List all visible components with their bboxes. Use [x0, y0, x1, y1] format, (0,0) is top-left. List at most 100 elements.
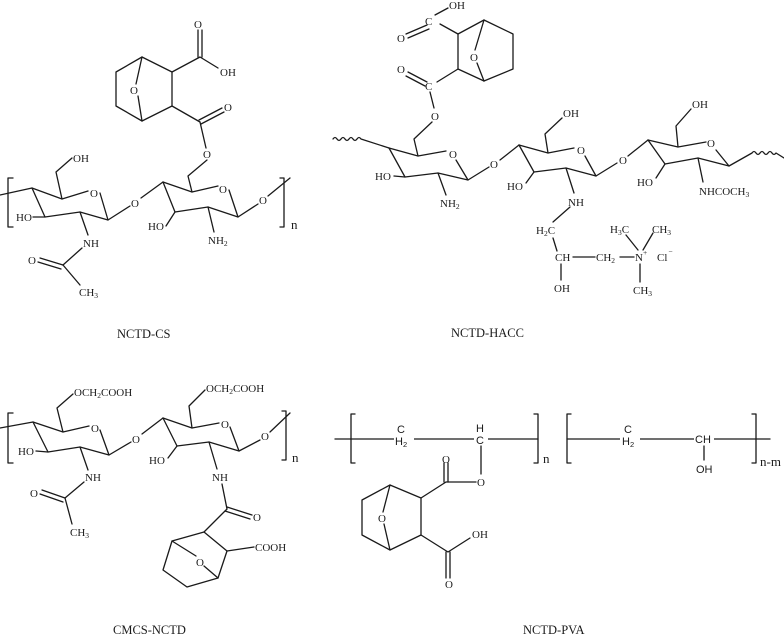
bridge-oxygen: O	[196, 557, 204, 569]
ester-carbonyl-oxygen: O	[224, 102, 232, 114]
methylene-c: C	[624, 424, 632, 436]
hydroxymethyl: OH	[563, 108, 579, 120]
acid-carbonyl-oxygen: O	[445, 579, 453, 591]
ring-oxygen: O	[577, 145, 585, 157]
repeat-n-minus-m: n-m	[760, 454, 781, 469]
acetamido: NHCOCH3	[699, 186, 749, 199]
ester-carbonyl-oxygen: O	[442, 454, 450, 466]
hydroxyl: HO	[637, 177, 653, 189]
ester-oxygen: O	[203, 149, 211, 161]
caption-nctd-pva: NCTD-PVA	[523, 623, 585, 637]
bridge-oxygen: O	[130, 85, 138, 97]
structure-nctd-cs: n O O OH O O O OH	[0, 19, 298, 300]
acid-carbon: C	[425, 16, 432, 28]
hydroxyl: HO	[18, 446, 34, 458]
hydroxyl: HO	[507, 181, 523, 193]
terminal-oxygen: O	[259, 195, 267, 207]
hydroxyl: OH	[696, 464, 713, 476]
ring-1: O OCH2COOH HO NH O CH3 O	[0, 387, 164, 540]
acid-carbonyl-oxygen: O	[397, 33, 405, 45]
norcantharidin-moiety: O C OH O C O O	[397, 0, 514, 157]
methine-c: C	[476, 435, 484, 447]
methyl: H3C	[610, 224, 629, 237]
ester-oxygen: O	[477, 477, 485, 489]
left-bracket-1	[350, 413, 356, 464]
bridge-oxygen: O	[378, 513, 386, 525]
hydroxyl: HO	[375, 171, 391, 183]
carboxymethoxy: OCH2COOH	[206, 383, 264, 396]
methylene-h2: H2	[395, 436, 407, 449]
structure-nctd-hacc: O C OH O C O O O HO NH2	[332, 0, 784, 298]
carbonyl-oxygen: O	[194, 19, 202, 31]
hydroxyl: HO	[16, 212, 32, 224]
amide-nh: NH	[83, 238, 99, 250]
amine-nh: NH	[568, 197, 584, 209]
ester-carbonyl-oxygen: O	[397, 64, 405, 76]
hydroxyl: OH	[220, 67, 236, 79]
amide-nh: NH	[212, 472, 228, 484]
amine: NH2	[440, 198, 460, 211]
methyl: CH3	[652, 224, 671, 237]
ring-2: O OCH2COOH HO NH O O O COOH	[149, 383, 291, 588]
caption-cmcs-nctd: CMCS-NCTD	[113, 623, 186, 637]
amide-nh: NH	[85, 472, 101, 484]
ring-2: O HO NH2 O	[148, 177, 291, 248]
right-bracket	[279, 177, 285, 228]
methine: CH	[695, 434, 711, 446]
acid-hydroxyl: OH	[472, 529, 488, 541]
ring-oxygen: O	[707, 138, 715, 150]
methylene-h2: H2	[622, 436, 634, 449]
hydroxyl: OH	[554, 283, 570, 295]
hydroxyl: HO	[149, 455, 165, 467]
wavy-chain-right	[728, 150, 784, 167]
ammonium-nitrogen: N+	[635, 248, 647, 264]
glycosidic-oxygen: O	[619, 155, 627, 167]
caption-nctd-hacc: NCTD-HACC	[451, 326, 524, 340]
carboxymethoxy: OCH2COOH	[74, 387, 132, 400]
glycosidic-oxygen: O	[132, 434, 140, 446]
left-bracket-2	[566, 413, 572, 464]
repeat-n: n	[291, 217, 298, 232]
ester-carbon: C	[425, 81, 432, 93]
repeat-n: n	[543, 451, 550, 466]
caption-nctd-cs: NCTD-CS	[117, 327, 171, 341]
ring-oxygen: O	[221, 419, 229, 431]
ring-oxygen: O	[449, 149, 457, 161]
hydroxyl: HO	[148, 221, 164, 233]
right-bracket-1	[533, 413, 539, 464]
repeat-n: n	[292, 450, 299, 465]
glycosidic-oxygen: O	[131, 198, 139, 210]
carboxylic-acid: COOH	[255, 542, 286, 554]
quaternary-ammonium-chain: H2C CH CH2 N+ OH H3C CH3 CH3 Cl−	[536, 206, 673, 298]
acetyl-oxygen: O	[30, 488, 38, 500]
acetyl-oxygen: O	[28, 255, 36, 267]
right-bracket-2	[751, 413, 757, 464]
left-bracket	[7, 177, 14, 228]
acid-hydroxyl: OH	[449, 0, 465, 12]
wavy-chain-left	[332, 136, 390, 149]
methylene: H2C	[536, 225, 555, 238]
structure-nctd-pva: C H2 H C O n O O OH O C H2 CH OH n-m	[334, 413, 781, 591]
ring-oxygen: O	[91, 423, 99, 435]
norcantharidin-moiety: O O OH O O	[115, 19, 236, 193]
methylene-c: C	[397, 424, 405, 436]
terminal-oxygen: O	[261, 431, 269, 443]
hydroxymethyl: OH	[73, 153, 89, 165]
chloride-counterion: Cl−	[657, 247, 673, 264]
amine: NH2	[208, 235, 228, 248]
ring-2: O OH HO NH O	[507, 108, 649, 209]
methine: CH	[555, 252, 570, 264]
methyl: CH3	[633, 285, 652, 298]
ring-1: O HO NH2 O	[375, 144, 520, 211]
amide-oxygen: O	[253, 512, 261, 524]
left-bracket	[7, 412, 14, 464]
ester-oxygen: O	[431, 111, 439, 123]
bridge-oxygen: O	[470, 52, 478, 64]
ring-oxygen: O	[219, 184, 227, 196]
methylene: CH2	[596, 252, 615, 265]
right-bracket	[281, 410, 287, 461]
acetyl-methyl: CH3	[70, 527, 89, 540]
hydroxymethyl: OH	[692, 99, 708, 111]
ring-3: O OH HO NHCOCH3	[637, 99, 784, 199]
